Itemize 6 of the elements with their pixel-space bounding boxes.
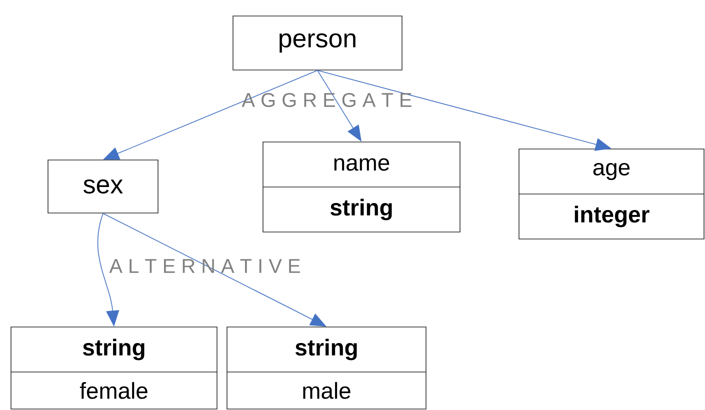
entity-box: person: [232, 16, 402, 70]
entity-box: sex: [48, 160, 158, 214]
record-box: name string: [262, 142, 460, 232]
record-box: age integer: [518, 148, 704, 240]
record-box: string male: [226, 326, 426, 410]
record-box: string female: [10, 326, 218, 410]
